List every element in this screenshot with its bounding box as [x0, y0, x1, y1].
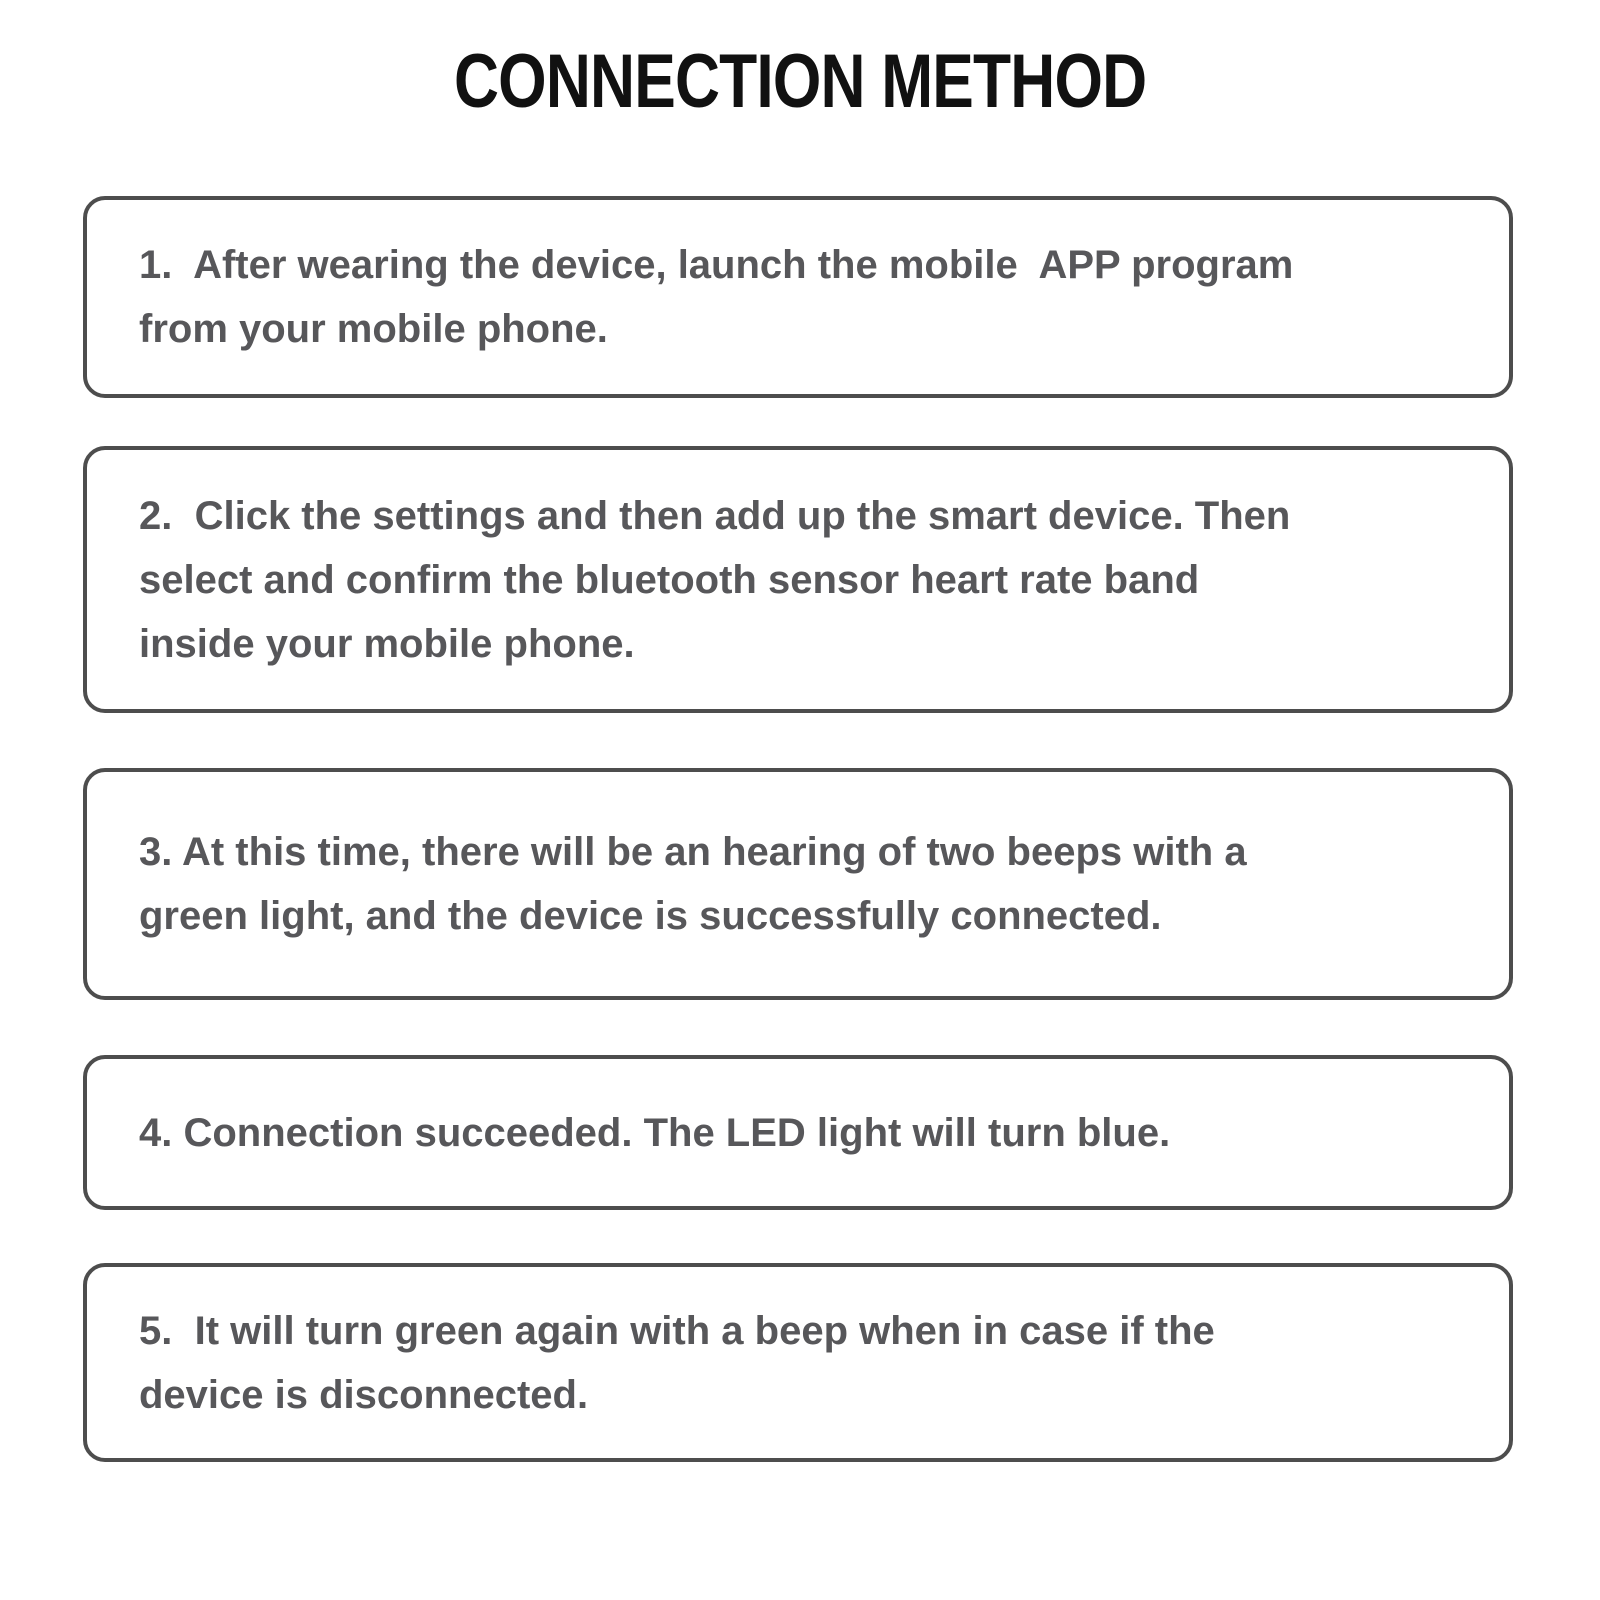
- step-4-box: 4. Connection succeeded. The LED light w…: [83, 1055, 1513, 1210]
- step-4-text: 4. Connection succeeded. The LED light w…: [139, 1110, 1171, 1155]
- step-1-box: 1. After wearing the device, launch the …: [83, 196, 1513, 398]
- step-1-text: 1. After wearing the device, launch the …: [139, 243, 1294, 351]
- step-5-box: 5. It will turn green again with a beep …: [83, 1263, 1513, 1462]
- page-title-text: CONNECTION METHOD: [453, 39, 1147, 124]
- step-5-text: 5. It will turn green again with a beep …: [139, 1308, 1215, 1417]
- step-2-box: 2. Click the settings and then add up th…: [83, 446, 1513, 713]
- step-3-box: 3. At this time, there will be an hearin…: [83, 768, 1513, 1000]
- page-title: CONNECTION METHOD: [0, 42, 1600, 122]
- step-2-text: 2. Click the settings and then add up th…: [139, 493, 1291, 666]
- step-3-text: 3. At this time, there will be an hearin…: [139, 830, 1247, 938]
